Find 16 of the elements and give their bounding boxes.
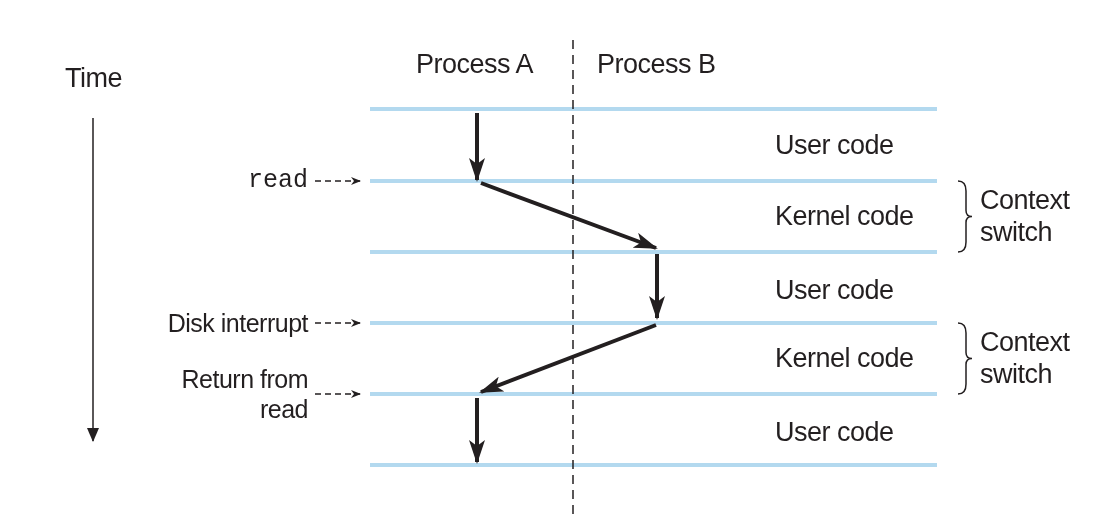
event-label: Disk interrupt xyxy=(108,308,308,338)
leader-arrow xyxy=(314,177,361,185)
brace-label: Context switch xyxy=(980,326,1071,390)
event-label: read xyxy=(108,166,308,196)
phase-label: User code xyxy=(775,416,894,448)
phase-label: User code xyxy=(775,274,894,306)
leader-arrow xyxy=(314,319,361,327)
column-heading: Process B xyxy=(597,48,716,80)
brace-label: Context switch xyxy=(980,184,1071,248)
axis-label: Time xyxy=(65,62,122,94)
phase-label: Kernel code xyxy=(775,200,914,232)
leader-arrow xyxy=(314,390,361,398)
phase-label: Kernel code xyxy=(775,342,914,374)
phase-label: User code xyxy=(775,129,894,161)
column-heading: Process A xyxy=(416,48,534,80)
event-label: Return from read xyxy=(178,364,308,424)
